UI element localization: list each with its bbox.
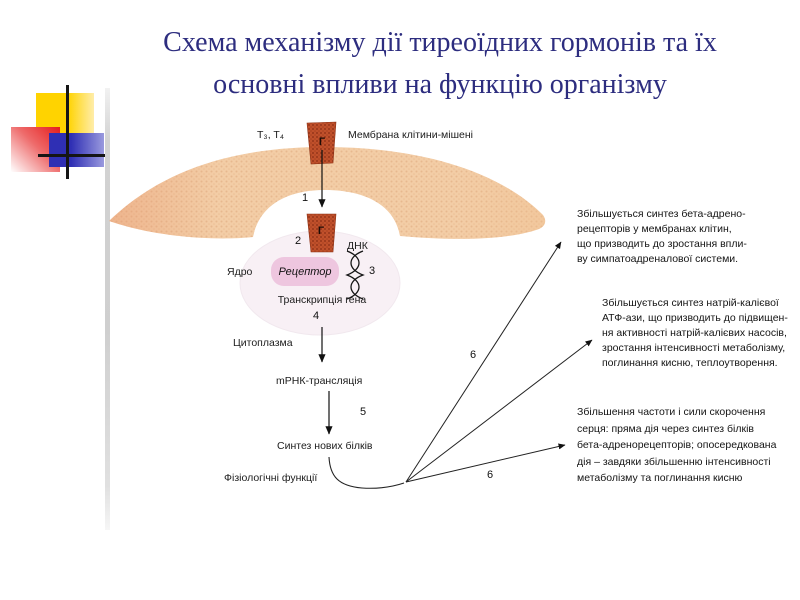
transcription-label: Транскрипція гена bbox=[277, 294, 367, 306]
fan-arrow-2 bbox=[405, 339, 593, 483]
slide-title: Схема механізму дії тиреоїдних гормонів … bbox=[163, 27, 717, 100]
protein-synthesis-label: Синтез нових білків bbox=[277, 440, 373, 452]
hormone-label: T₃, T₄ bbox=[257, 129, 285, 141]
step-1-label: 1 bbox=[302, 192, 309, 204]
receptor-box-label: Рецептор bbox=[278, 265, 332, 278]
decoration-cross-vertical-line bbox=[66, 85, 69, 179]
effect-block-1: Збільшується синтез бета-адрено- рецепто… bbox=[577, 208, 747, 265]
physiology-label: Фізіологічні функції bbox=[224, 472, 318, 484]
dna-label: ДНК bbox=[347, 240, 368, 252]
fan-arrow-3 bbox=[405, 443, 566, 483]
step-3-label: 3 bbox=[369, 265, 376, 277]
dna-helix-icon bbox=[345, 250, 365, 300]
effect-block-2: Збільшується синтез натрій-калієвої АТФ-… bbox=[602, 297, 788, 369]
step-5-label: 5 bbox=[360, 406, 367, 418]
receptor-unit-2 bbox=[306, 213, 337, 253]
mrna-label: mРНК-трансляція bbox=[276, 375, 363, 387]
receptor-unit-1 bbox=[306, 121, 337, 165]
receptor-letter-1: Г bbox=[318, 136, 326, 148]
fan-curve bbox=[328, 456, 405, 489]
receptor-box: Рецептор bbox=[271, 257, 339, 286]
decoration-cross-horizontal-line bbox=[38, 154, 106, 157]
step-6b-label: 6 bbox=[487, 469, 494, 481]
scan-edge-strip bbox=[105, 88, 110, 530]
membrane-label: Мембрана клітини-мішені bbox=[348, 129, 474, 141]
receptor-letter-2: Г bbox=[317, 225, 325, 237]
nucleus-label: Ядро bbox=[227, 266, 253, 278]
decoration-blue-square bbox=[49, 133, 104, 167]
cytoplasm-label: Цитоплазма bbox=[233, 337, 293, 349]
fan-arrow-1 bbox=[405, 241, 562, 483]
step-2-label: 2 bbox=[295, 235, 302, 247]
step-4-label: 4 bbox=[313, 310, 320, 322]
membrane-shade bbox=[109, 147, 546, 239]
effect-block-3: Збільшення частоти і сили скорочення сер… bbox=[577, 406, 777, 484]
step-6a-label: 6 bbox=[470, 349, 477, 361]
